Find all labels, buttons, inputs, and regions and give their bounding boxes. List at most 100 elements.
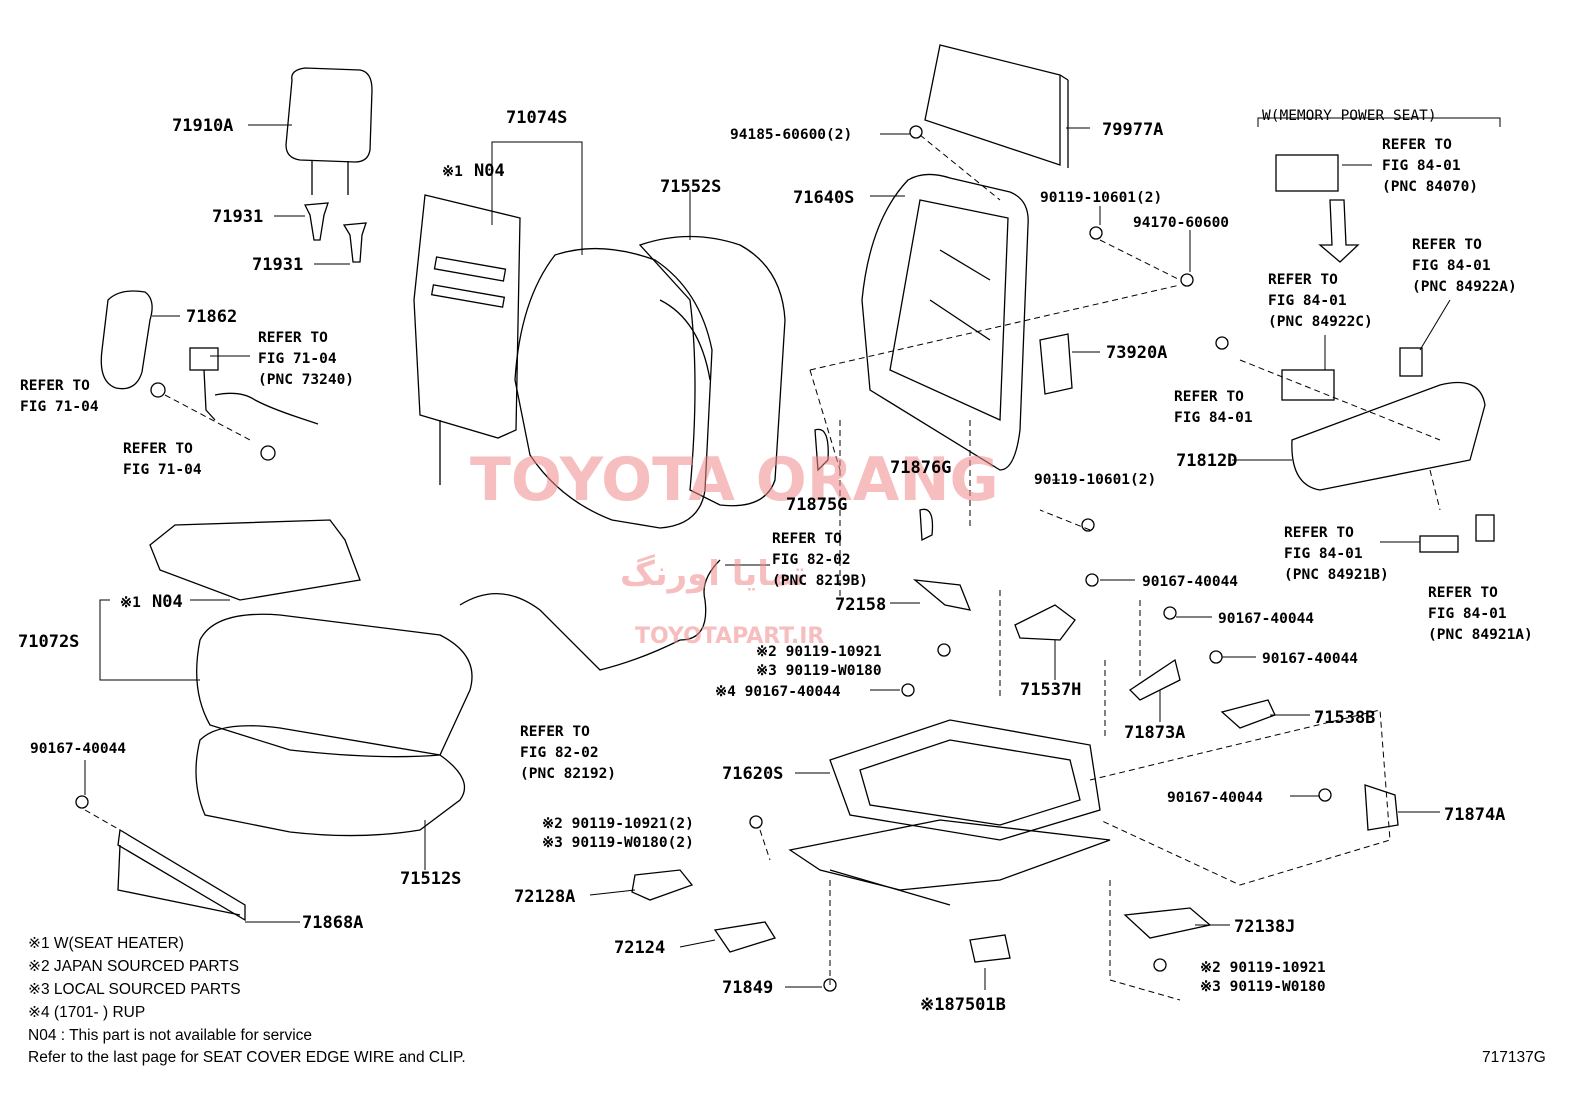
label-n04-bottom-mark: ※1 [120,595,141,611]
harness-drawing [459,593,681,671]
belt-buckle-drawing [150,347,319,461]
cover-72138J-drawing [1123,907,1212,939]
refer-line: (PNC 84921B) [1284,567,1389,583]
label-4-90167-40044: ※4 90167-40044 [715,684,841,700]
label-71910A: 71910A [172,116,233,136]
refer-line: REFER TO [1428,585,1498,601]
figure-code: 717137G [1482,1049,1546,1066]
refer-line: REFER TO [258,330,328,346]
back-heater-drawing [413,194,521,439]
label-72158: 72158 [835,595,886,615]
label-87501B: ※187501B [920,995,1006,1015]
leader-lines [84,117,1501,990]
refer-line: REFER TO [1174,389,1244,405]
refer-line: (PNC 82192) [520,766,616,782]
watermark-persian: تمایا اورنگ [620,554,806,594]
refer-line: FIG 82-02 [520,745,599,761]
refer-line: FIG 71-04 [258,351,337,367]
label-72138J: 72138J [1234,917,1295,937]
bracket-71538B-drawing [1220,699,1276,729]
refer-pnc-84921B: REFER TO FIG 84-01 (PNC 84921B) [1284,525,1389,583]
label-90167-40044-r4: 90167-40044 [1167,790,1263,806]
label-71875G: 71875G [786,495,847,515]
refer-line: FIG 84-01 [1382,158,1461,174]
knob-drawing [1399,347,1423,377]
knob-84921B-drawing [1419,535,1459,553]
label-2-90119-10921-2: ※2 90119-10921(2) [542,816,694,832]
bolt-drawings [749,226,1332,992]
refer-line: FIG 71-04 [20,399,99,415]
label-2-90119-10921-br: ※2 90119-10921 [1200,960,1326,976]
bracket-71873A-drawing [1128,658,1181,701]
refer-line: (PNC 84922A) [1412,279,1517,295]
label-71552S: 71552S [660,177,721,197]
refer-line: REFER TO [20,378,90,394]
label-71074S: 71074S [506,108,567,128]
back-cover-drawing [514,247,713,529]
label-94185-60600: 94185-60600(2) [730,127,852,143]
refer-fig-71-04-bottom: REFER TO FIG 71-04 [123,441,202,478]
label-90167-40044-r3: 90167-40044 [1262,651,1358,667]
label-71876G: 71876G [890,458,951,478]
headrest-guide-drawing [303,202,367,263]
label-71640S: 71640S [793,188,854,208]
refer-line: REFER TO [1268,272,1338,288]
note-6: Refer to the last page for SEAT COVER ED… [28,1049,466,1066]
assembly-lines [84,134,1441,1001]
label-73920A: 73920A [1106,343,1167,363]
refer-line: REFER TO [1284,525,1354,541]
refer-line: (PNC 8219B) [772,573,868,589]
refer-line: (PNC 73240) [258,372,354,388]
label-90167-40044-r2: 90167-40044 [1218,611,1314,627]
cushion-frame-drawing [788,719,1111,906]
label-n04-top-mark: ※1 [442,164,463,180]
back-frame-drawing [861,173,1029,471]
side-shield-drawing [1291,381,1486,491]
cover-71876G-drawing [919,508,934,542]
label-79977A: 79977A [1102,120,1163,140]
headrest-drawing [285,67,373,195]
panel-drawing [924,44,1061,166]
label-90167-40044-r1: 90167-40044 [1142,574,1238,590]
refer-line: FIG 71-04 [123,462,202,478]
note-2: ※2 JAPAN SOURCED PARTS [28,958,239,975]
label-71812D: 71812D [1176,451,1237,471]
refer-line: FIG 84-01 [1284,546,1363,562]
refer-line: (PNC 84922C) [1268,314,1373,330]
label-94170-60600: 94170-60600 [1133,215,1229,231]
label-72128A: 72128A [514,887,575,907]
module-drawing [1039,333,1073,395]
cover-71875G-drawing [814,428,829,472]
side-cover-drawing [100,290,153,390]
clip-72124-drawing [713,921,776,953]
label-n04-top: N04 [474,161,505,181]
memory-switch-drawing [1275,154,1339,192]
refer-line: REFER TO [123,441,193,457]
label-71868A: 71868A [302,913,363,933]
label-71931-upper: 71931 [212,207,263,227]
refer-line: REFER TO [772,531,842,547]
label-71072S: 71072S [18,632,79,652]
clip-72128A-drawing [631,869,694,901]
label-72124: 72124 [614,938,665,958]
label-3-90119-W0180: ※3 90119-W0180 [756,663,882,679]
label-71873A: 71873A [1124,723,1185,743]
cushion-heater-drawing [149,519,361,601]
bracket-71537H-drawing [1014,604,1076,641]
label-3-90119-W0180-2: ※3 90119-W0180(2) [542,835,694,851]
connector-87501B-drawing [969,934,1011,963]
refer-line: FIG 84-01 [1174,410,1253,426]
label-71538B: 71538B [1314,708,1375,728]
label-71512S: 71512S [400,869,461,889]
label-71862: 71862 [186,307,237,327]
refer-line: FIG 84-01 [1268,293,1347,309]
label-71620S: 71620S [722,764,783,784]
label-90119-10601-mid: 90119-10601(2) [1034,472,1156,488]
refer-line: REFER TO [1412,237,1482,253]
